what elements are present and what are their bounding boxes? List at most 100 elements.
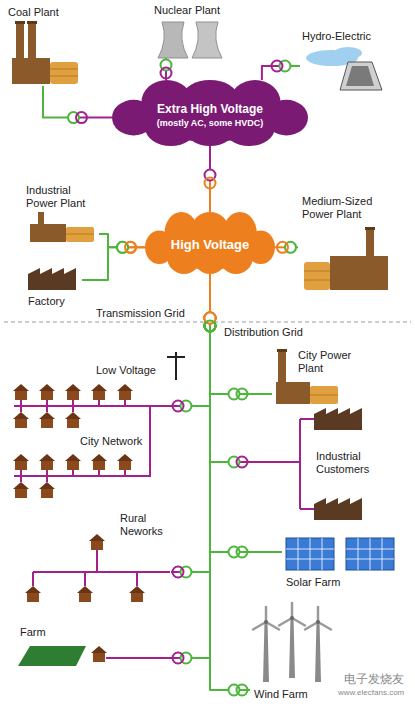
cloud-label: Extra High Voltage [157, 102, 263, 117]
power-lines [43, 58, 300, 690]
city-network-wiring [13, 384, 29, 400]
grid-label: Transmission Grid [96, 307, 185, 320]
node-label: Nuclear Plant [154, 4, 220, 17]
node-label: Hydro-Electric [302, 30, 371, 43]
industrial-customers: Industrial Customers [296, 404, 406, 526]
node-label: Wind Farm [254, 688, 308, 701]
node-label: City Power Plant [298, 349, 370, 375]
industrial-plant: Industrial Power Plant [26, 184, 99, 242]
transformer-symbol [229, 685, 248, 696]
coal-plant-icon [12, 58, 50, 84]
medium-plant-icon [304, 227, 388, 290]
node-label: Rural Neworks [120, 512, 170, 538]
node-label: City Network [80, 435, 142, 448]
transformer-coil [237, 547, 248, 558]
watermark: www.elecfans.com [338, 688, 404, 698]
industrial-customers-wiring [314, 408, 362, 430]
transformer-symbol [68, 112, 87, 123]
medium-plant-icon [304, 262, 330, 290]
power-plant: Medium-Sized Power Plant [298, 195, 394, 293]
voltage-cloud: High Voltage [145, 212, 275, 274]
transformer-symbol [205, 313, 216, 332]
transformer-symbol [205, 313, 216, 332]
node-label: Coal Plant [8, 6, 59, 19]
power-line-segment [78, 117, 113, 119]
node-label: Solar Farm [286, 576, 340, 589]
coal-plant-icon [50, 62, 78, 84]
industrial-plant-icon [30, 212, 94, 242]
transformer-symbol [173, 567, 192, 578]
city-network-wiring [117, 454, 133, 470]
solar-farm-icon [286, 538, 334, 570]
transformer-coil [205, 321, 216, 332]
rural-network-wiring [77, 586, 93, 602]
cloud-lobe [224, 110, 275, 146]
industrial-customers-wiring [296, 419, 314, 509]
city-network-wiring [65, 384, 81, 400]
transformer-coil [173, 567, 184, 578]
power-line-segment [210, 322, 238, 690]
transformer-coil [271, 61, 282, 72]
factory-node: Factory [26, 264, 82, 310]
transformer-symbol [205, 313, 216, 332]
medium-plant-icon [365, 227, 375, 230]
medium-plant-icon [366, 228, 374, 258]
transformer-symbol [205, 170, 216, 189]
rural-network-wiring [33, 550, 170, 586]
factory-icon [28, 268, 76, 290]
node-label: Medium-Sized Power Plant [302, 195, 392, 221]
transformer-coil [205, 178, 216, 189]
transformer-coil [125, 242, 136, 253]
transformer-symbol [229, 389, 248, 400]
transformer-symbol [117, 242, 136, 253]
city-network-wiring [39, 482, 55, 498]
power-line-segment [238, 551, 282, 553]
industrial-plant-icon [30, 224, 66, 242]
city-plant-icon [276, 382, 310, 404]
transformer-symbol [229, 457, 248, 468]
city-plant: City Power Plant [272, 346, 372, 404]
city-network-wiring [117, 384, 133, 400]
power-line [158, 274, 210, 406]
voltage-label: Low Voltage [96, 364, 156, 377]
coal-plant-icon [15, 21, 25, 24]
rural-network-wiring [89, 534, 105, 550]
power-line-segment [158, 405, 182, 407]
city-plant-icon [277, 349, 287, 352]
city-network-wiring [39, 412, 55, 428]
power-line-segment [209, 179, 211, 212]
power-line [210, 274, 296, 462]
solar-farm: Solar Farm [282, 534, 402, 594]
cloud-label: High Voltage [171, 237, 249, 253]
coal-plant-icon [27, 21, 37, 24]
transformer-symbol [205, 313, 216, 332]
grid-label: Distribution Grid [224, 326, 303, 339]
low-voltage-pole [167, 352, 185, 380]
transformer-symbol [161, 60, 172, 79]
hydro-plant-icon [306, 47, 382, 90]
transformer-coil [173, 401, 184, 412]
transformer-coil [277, 242, 288, 253]
transformer-symbol [205, 313, 216, 332]
power-line-segment [182, 322, 210, 572]
industrial-plant-icon [66, 227, 94, 242]
city-plant-icon [310, 386, 338, 404]
transformer-coil [237, 457, 248, 468]
coal-plant: Coal Plant [6, 6, 80, 86]
cloud-label: (mostly AC, some HVDC) [157, 117, 264, 129]
transformer-symbol [173, 401, 192, 412]
city-plant-icon [278, 350, 286, 384]
city-network-wiring [13, 412, 29, 428]
coal-plant-icon [16, 22, 24, 62]
watermark: 电子发烧友 [344, 672, 404, 686]
transformer-coil [76, 112, 87, 123]
hydro-plant-icon [340, 62, 382, 90]
solar-farm-icon [346, 538, 394, 570]
hydro-plant-icon [334, 47, 362, 59]
city-network-wiring [65, 454, 81, 470]
industrial-customers-wiring [314, 498, 362, 520]
wind-farm: Wind Farm [250, 604, 334, 702]
medium-plant-icon [304, 271, 330, 272]
node-label: Factory [28, 295, 65, 308]
